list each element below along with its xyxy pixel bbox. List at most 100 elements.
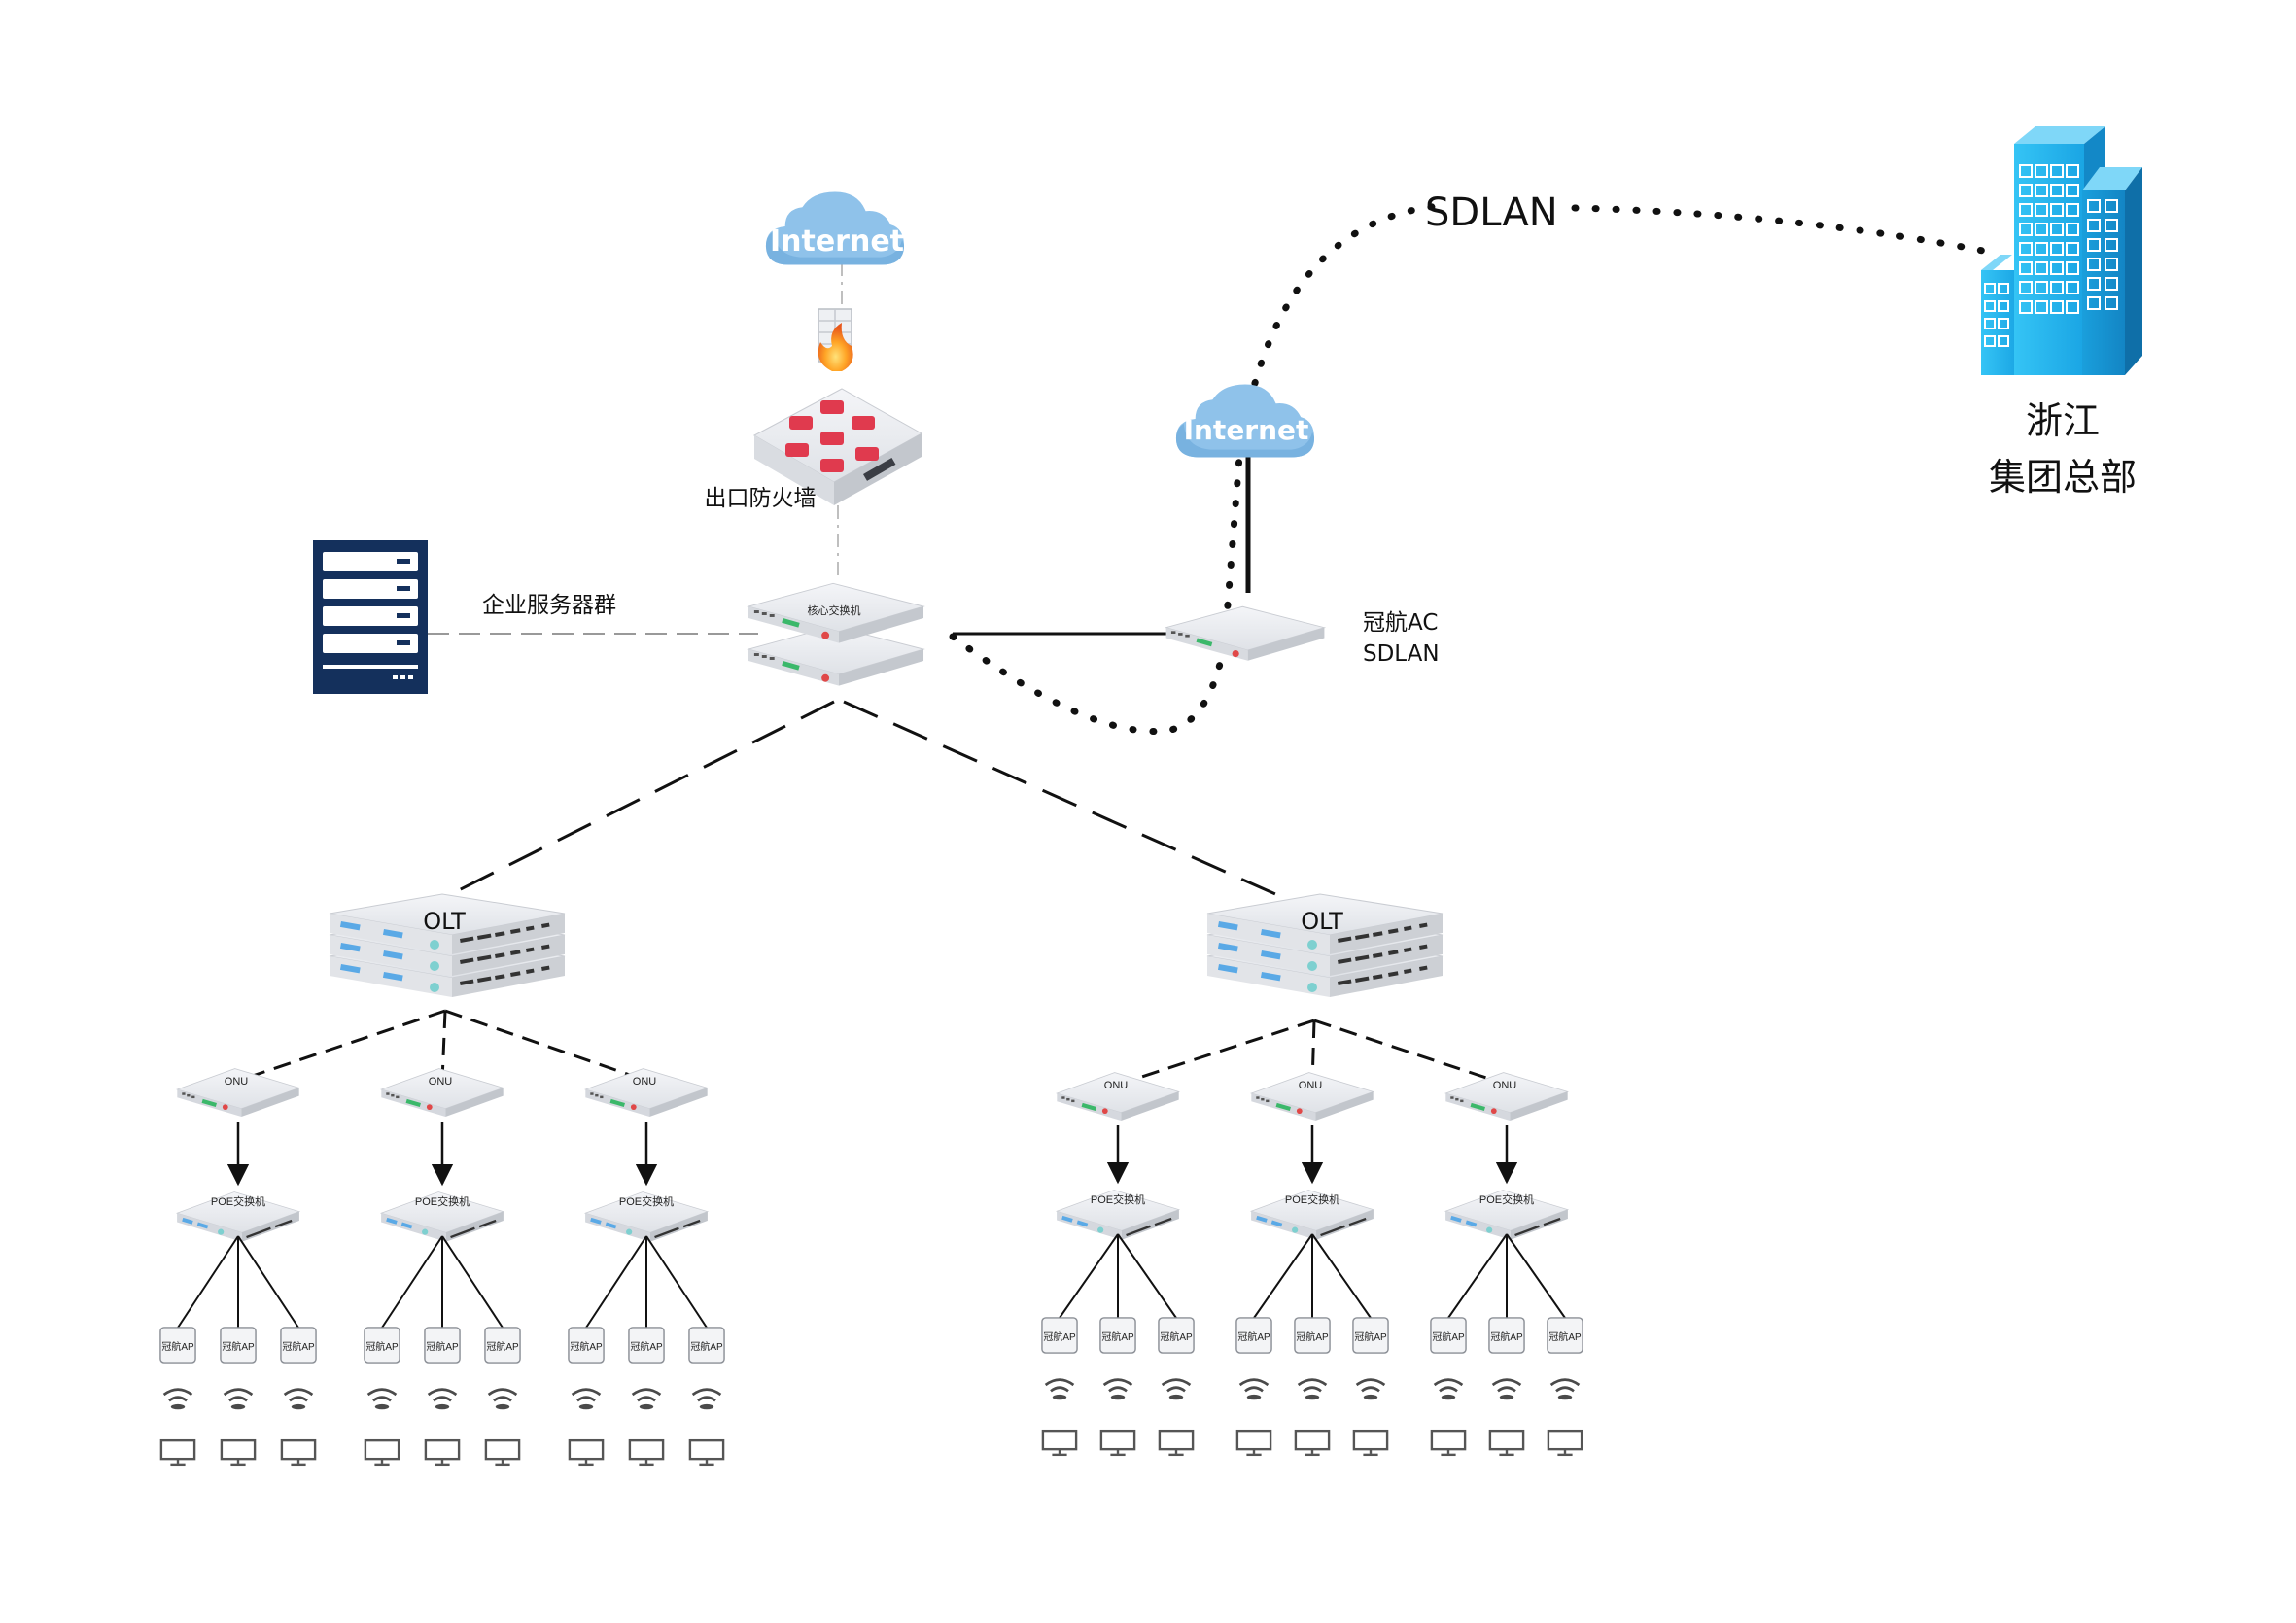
firewall-flame-icon (818, 308, 853, 371)
monitor-icon (1352, 1429, 1389, 1457)
access-point: 冠航AP (1430, 1317, 1467, 1457)
access-point-label: 冠航AP (222, 1340, 255, 1353)
ac-controller-line2: SDLAN (1363, 641, 1440, 667)
olt-label: OLT (1301, 908, 1343, 935)
access-point: 冠航AP (1158, 1317, 1195, 1457)
monitor-icon (159, 1438, 196, 1467)
access-point: 冠航AP (220, 1327, 257, 1467)
onu-label: ONU (429, 1076, 453, 1088)
access-point: 冠航AP (1294, 1317, 1331, 1457)
monitor-icon (1041, 1429, 1078, 1457)
poe-switch-label: POE交换机 (415, 1194, 470, 1208)
access-point: 冠航AP (1547, 1317, 1583, 1457)
poe-switch-label: POE交换机 (619, 1194, 674, 1208)
access-point: 冠航AP (364, 1327, 400, 1467)
access-point: 冠航AP (484, 1327, 521, 1467)
connection-lines (428, 202, 1997, 904)
poe-switch-label: POE交换机 (1091, 1192, 1145, 1206)
onu-label: ONU (1299, 1080, 1323, 1091)
monitor-icon (280, 1438, 317, 1467)
access-point-label: 冠航AP (1548, 1330, 1582, 1343)
headquarters-line1: 浙江 (2026, 399, 2100, 442)
access-point-label: 冠航AP (690, 1340, 723, 1353)
poe-switch-label: POE交换机 (1479, 1192, 1534, 1206)
monitor-icon (1294, 1429, 1331, 1457)
access-point-label: 冠航AP (1237, 1330, 1270, 1343)
olt-icon: OLT (329, 893, 566, 998)
access-point: 冠航AP (628, 1327, 665, 1467)
sdlan-label: SDLAN (1425, 190, 1558, 235)
access-point-label: 冠航AP (1160, 1330, 1193, 1343)
access-point: 冠航AP (1235, 1317, 1272, 1457)
core-switch-label: 核心交换机 (808, 604, 861, 617)
ac-controller-line1: 冠航AC (1363, 610, 1438, 636)
poe-switch-label: POE交换机 (1285, 1192, 1339, 1206)
access-point-label: 冠航AP (1101, 1330, 1134, 1343)
access-point-label: 冠航AP (161, 1340, 194, 1353)
monitor-icon (1099, 1429, 1136, 1457)
access-point-label: 冠航AP (1354, 1330, 1387, 1343)
firewall-appliance-icon: 出口防火墙 (705, 388, 923, 511)
monitor-icon (1488, 1429, 1525, 1457)
monitor-icon (424, 1438, 461, 1467)
wifi-signal-icon (1433, 1378, 1464, 1401)
monitor-icon (1547, 1429, 1583, 1457)
wifi-signal-icon (487, 1388, 518, 1411)
monitor-icon (1430, 1429, 1467, 1457)
monitor-icon (688, 1438, 725, 1467)
monitor-icon (1158, 1429, 1195, 1457)
access-point-label: 冠航AP (365, 1340, 399, 1353)
internet-cloud-right: Internet (1175, 384, 1315, 458)
access-point: 冠航AP (568, 1327, 605, 1467)
onu-label: ONU (225, 1076, 249, 1088)
monitor-icon (568, 1438, 605, 1467)
wifi-signal-icon (1355, 1378, 1386, 1401)
access-point: 冠航AP (1352, 1317, 1389, 1457)
access-point: 冠航AP (1488, 1317, 1525, 1457)
wifi-signal-icon (223, 1388, 254, 1411)
onu-label: ONU (1493, 1080, 1517, 1091)
access-point: 冠航AP (1099, 1317, 1136, 1457)
access-point-label: 冠航AP (426, 1340, 459, 1353)
onu-label: ONU (1104, 1080, 1129, 1091)
access-point-label: 冠航AP (1296, 1330, 1329, 1343)
monitor-icon (484, 1438, 521, 1467)
access-point: 冠航AP (688, 1327, 725, 1467)
core-switch-icon: 核心交换机 (748, 582, 924, 687)
wifi-signal-icon (283, 1388, 314, 1411)
monitor-icon (364, 1438, 400, 1467)
monitor-icon (628, 1438, 665, 1467)
wifi-signal-icon (1297, 1378, 1328, 1401)
access-point-label: 冠航AP (570, 1340, 603, 1353)
wifi-signal-icon (631, 1388, 662, 1411)
wifi-signal-icon (571, 1388, 602, 1411)
monitor-icon (220, 1438, 257, 1467)
access-point-label: 冠航AP (1432, 1330, 1465, 1343)
access-point-label: 冠航AP (1490, 1330, 1523, 1343)
monitor-icon (1235, 1429, 1272, 1457)
wifi-signal-icon (1102, 1378, 1133, 1401)
wifi-signal-icon (162, 1388, 193, 1411)
server-cluster-label: 企业服务器群 (482, 593, 616, 618)
internet-top-label: Internet (770, 224, 904, 259)
building-icon (1981, 126, 2142, 375)
internet-cloud-top: Internet (765, 191, 905, 265)
wifi-signal-icon (1491, 1378, 1522, 1401)
wifi-signal-icon (1044, 1378, 1075, 1401)
olt-icon: OLT (1206, 893, 1444, 998)
access-point-label: 冠航AP (630, 1340, 663, 1353)
poe-switch-label: POE交换机 (211, 1194, 265, 1208)
access-point-label: 冠航AP (282, 1340, 315, 1353)
access-point: 冠航AP (159, 1327, 196, 1467)
firewall-label: 出口防火墙 (705, 486, 817, 511)
server-rack-icon (313, 540, 428, 694)
